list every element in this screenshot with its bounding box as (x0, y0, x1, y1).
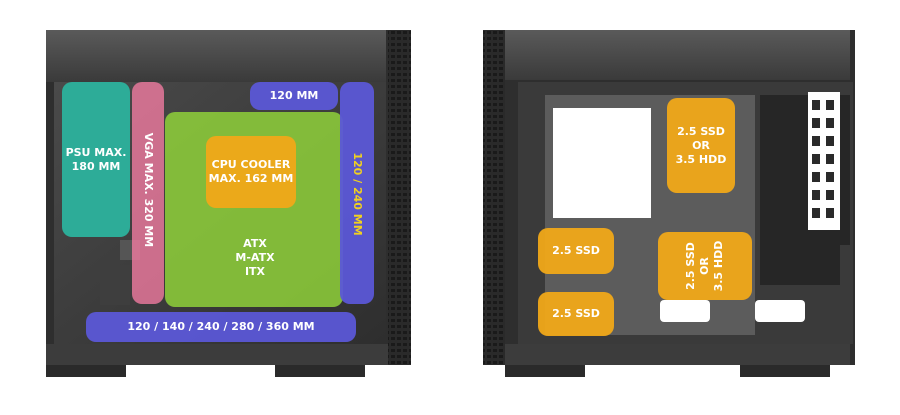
top-fan-zone (250, 82, 338, 110)
front-fan-label: 120 / 240 MM (351, 152, 364, 236)
top-fan-label: 120 MM (269, 89, 319, 102)
cpu-cooler-zone (206, 136, 296, 208)
bottom-fan-zone (86, 312, 356, 342)
drive-mid-left-label: 2.5 SSD (552, 244, 600, 257)
drive-mid-left-zone (538, 228, 614, 274)
bottom-fan-label: 120 / 140 / 240 / 280 / 360 MM (127, 320, 315, 333)
psu-label: PSU MAX. 180 MM (65, 145, 127, 173)
vga-zone (132, 82, 164, 304)
psu-zone (62, 82, 130, 237)
drive-top-right-label: 2.5 SSD OR 3.5 HDD (675, 124, 727, 166)
front-fan-zone (340, 82, 374, 304)
cpu-cooler-label: CPU COOLER MAX. 162 MM (208, 158, 294, 185)
drive-top-right-zone (667, 98, 735, 193)
drive-bottom-left-label: 2.5 SSD (552, 307, 600, 320)
vga-label: VGA MAX. 320 MM (142, 132, 155, 248)
motherboard-label: ATX M-ATX ITX (235, 237, 275, 278)
drive-bottom-left-zone (538, 292, 614, 336)
drive-mid-right-label: 2.5 SSD OR 3.5 HDD (684, 240, 725, 292)
drive-mid-right-zone (658, 232, 752, 300)
